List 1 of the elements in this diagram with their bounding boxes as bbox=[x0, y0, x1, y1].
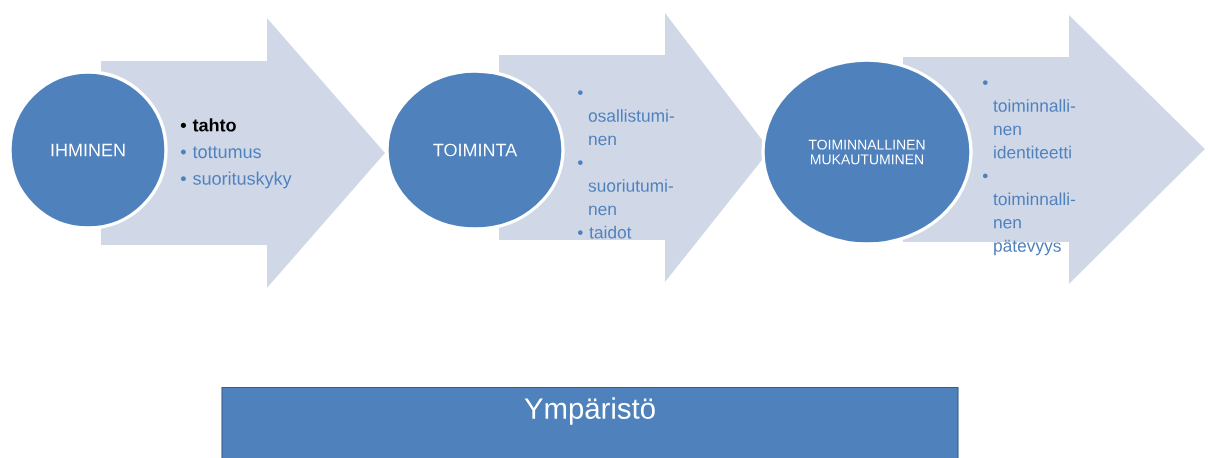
band: Ympäristö bbox=[221, 387, 959, 458]
